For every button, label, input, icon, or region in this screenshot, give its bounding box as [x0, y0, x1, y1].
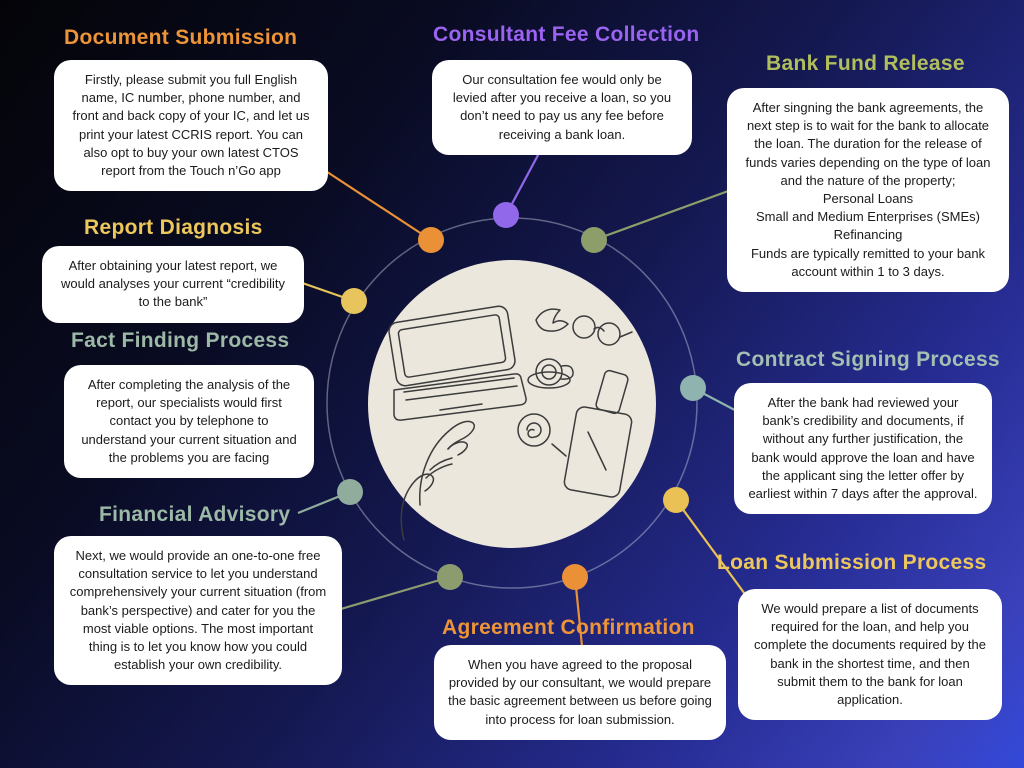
step-bubble-fact-finding-process: After completing the analysis of the rep… — [64, 365, 314, 478]
node-contract-signing — [680, 375, 706, 401]
step-title-agreement-confirmation: Agreement Confirmation — [442, 616, 695, 639]
step-title-report-diagnosis: Report Diagnosis — [84, 216, 263, 239]
node-financial-advisory — [437, 564, 463, 590]
node-consultant-fee — [493, 202, 519, 228]
connector-loan-submission — [675, 499, 751, 602]
workspace-illustration — [388, 305, 633, 541]
step-title-financial-advisory: Financial Advisory — [99, 503, 291, 526]
step-title-loan-submission-process: Loan Submission Process — [717, 551, 987, 574]
step-title-bank-fund-release: Bank Fund Release — [766, 52, 965, 75]
connector-agreement-confirmation — [573, 576, 585, 657]
node-bank-fund-release — [581, 227, 607, 253]
step-title-fact-finding-process: Fact Finding Process — [71, 329, 290, 352]
connector-financial-advisory — [333, 575, 451, 613]
step-bubble-contract-signing-process: After the bank had reviewed your bank’s … — [734, 383, 992, 515]
node-report-diagnosis — [341, 288, 367, 314]
step-bubble-consultant-fee-collection: Our consultation fee would only be levie… — [432, 60, 692, 155]
connector-bank-fund-release — [593, 184, 743, 242]
node-document-submission — [418, 227, 444, 253]
step-bubble-agreement-confirmation: When you have agreed to the proposal pro… — [434, 645, 726, 740]
step-bubble-document-submission: Firstly, please submit you full English … — [54, 60, 328, 192]
process-nodes — [337, 202, 706, 590]
step-title-document-submission: Document Submission — [64, 26, 298, 49]
node-loan-submission — [663, 487, 689, 513]
step-title-consultant-fee-collection: Consultant Fee Collection — [433, 23, 700, 46]
step-bubble-report-diagnosis: After obtaining your latest report, we w… — [42, 246, 304, 323]
node-fact-finding — [337, 479, 363, 505]
connector-document-submission — [311, 161, 432, 241]
node-agreement-confirmation — [562, 564, 588, 590]
step-bubble-financial-advisory: Next, we would provide an one-to-one fre… — [54, 536, 342, 686]
step-bubble-loan-submission-process: We would prepare a list of documents req… — [738, 589, 1002, 721]
step-title-contract-signing-process: Contract Signing Process — [736, 348, 1000, 371]
step-bubble-bank-fund-release: After singning the bank agreements, the … — [727, 88, 1009, 292]
center-circle — [368, 260, 656, 548]
